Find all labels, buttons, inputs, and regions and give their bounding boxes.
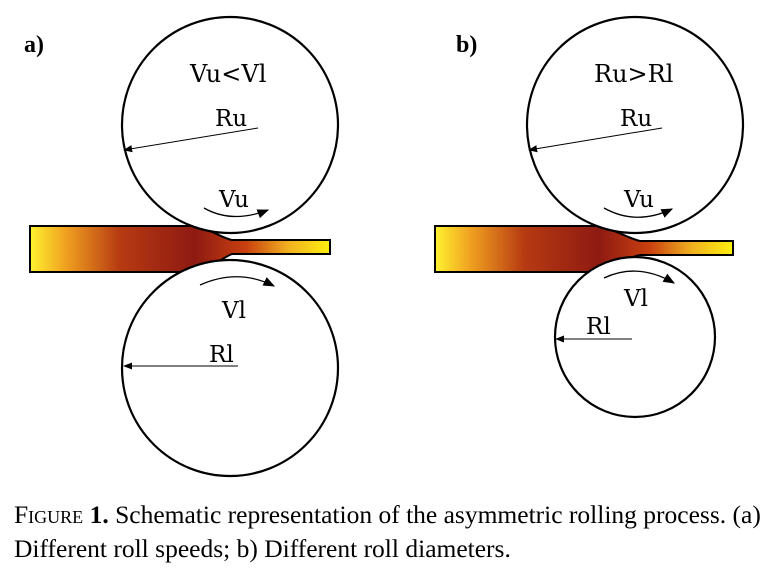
panel-a-upper-roll: [120, 15, 340, 235]
panel-b: b) Ru>Rl Ru Vu Vl Rl: [434, 15, 745, 419]
panel-a-lower-radius-label: Rl: [209, 342, 234, 368]
panel-b-upper-speed-label: Vu: [623, 187, 654, 213]
panel-a-lower-roll: [120, 258, 340, 478]
panel-b-relation-label: Ru>Rl: [594, 60, 673, 88]
caption-text: Schematic representation of the asymmetr…: [14, 500, 761, 563]
panel-b-lower-speed-label: Vl: [623, 286, 648, 312]
caption-figure-word: Figure: [14, 500, 84, 529]
panel-b-lower-rotation-arrow: [603, 270, 676, 284]
panel-b-upper-radius-line: [528, 127, 663, 153]
panel-b-letter: b): [456, 32, 477, 58]
panel-a-strip: [29, 225, 331, 273]
caption-figure-number: 1.: [89, 500, 109, 529]
panel-b-strip: [434, 225, 734, 273]
panel-a-upper-rotation-arrow: [203, 207, 270, 219]
panel-a-upper-radius-label: Ru: [215, 106, 247, 132]
caption-label: Figure 1.: [14, 500, 109, 529]
panel-b-lower-radius-label: Rl: [586, 314, 611, 340]
panel-a-letter: a): [24, 32, 44, 58]
panel-b-upper-rotation-arrow: [603, 207, 674, 218]
panel-a-upper-speed-label: Vu: [218, 187, 249, 213]
panel-a-upper-radius-line: [123, 127, 259, 153]
panel-b-upper-roll: [525, 15, 745, 235]
figure-caption: Figure 1. Schematic representation of th…: [14, 498, 774, 566]
panel-a-lower-speed-label: Vl: [221, 298, 246, 324]
panel-a: a) Vu<Vl Ru Vu Vl Rl: [24, 15, 340, 478]
panel-a-lower-rotation-arrow: [199, 276, 276, 287]
panel-b-upper-radius-label: Ru: [620, 106, 652, 132]
rolling-diagram: a) Vu<Vl Ru Vu Vl Rl b): [24, 15, 745, 478]
panel-a-relation-label: Vu<Vl: [189, 60, 266, 88]
panel-b-lower-roll: [553, 255, 717, 419]
